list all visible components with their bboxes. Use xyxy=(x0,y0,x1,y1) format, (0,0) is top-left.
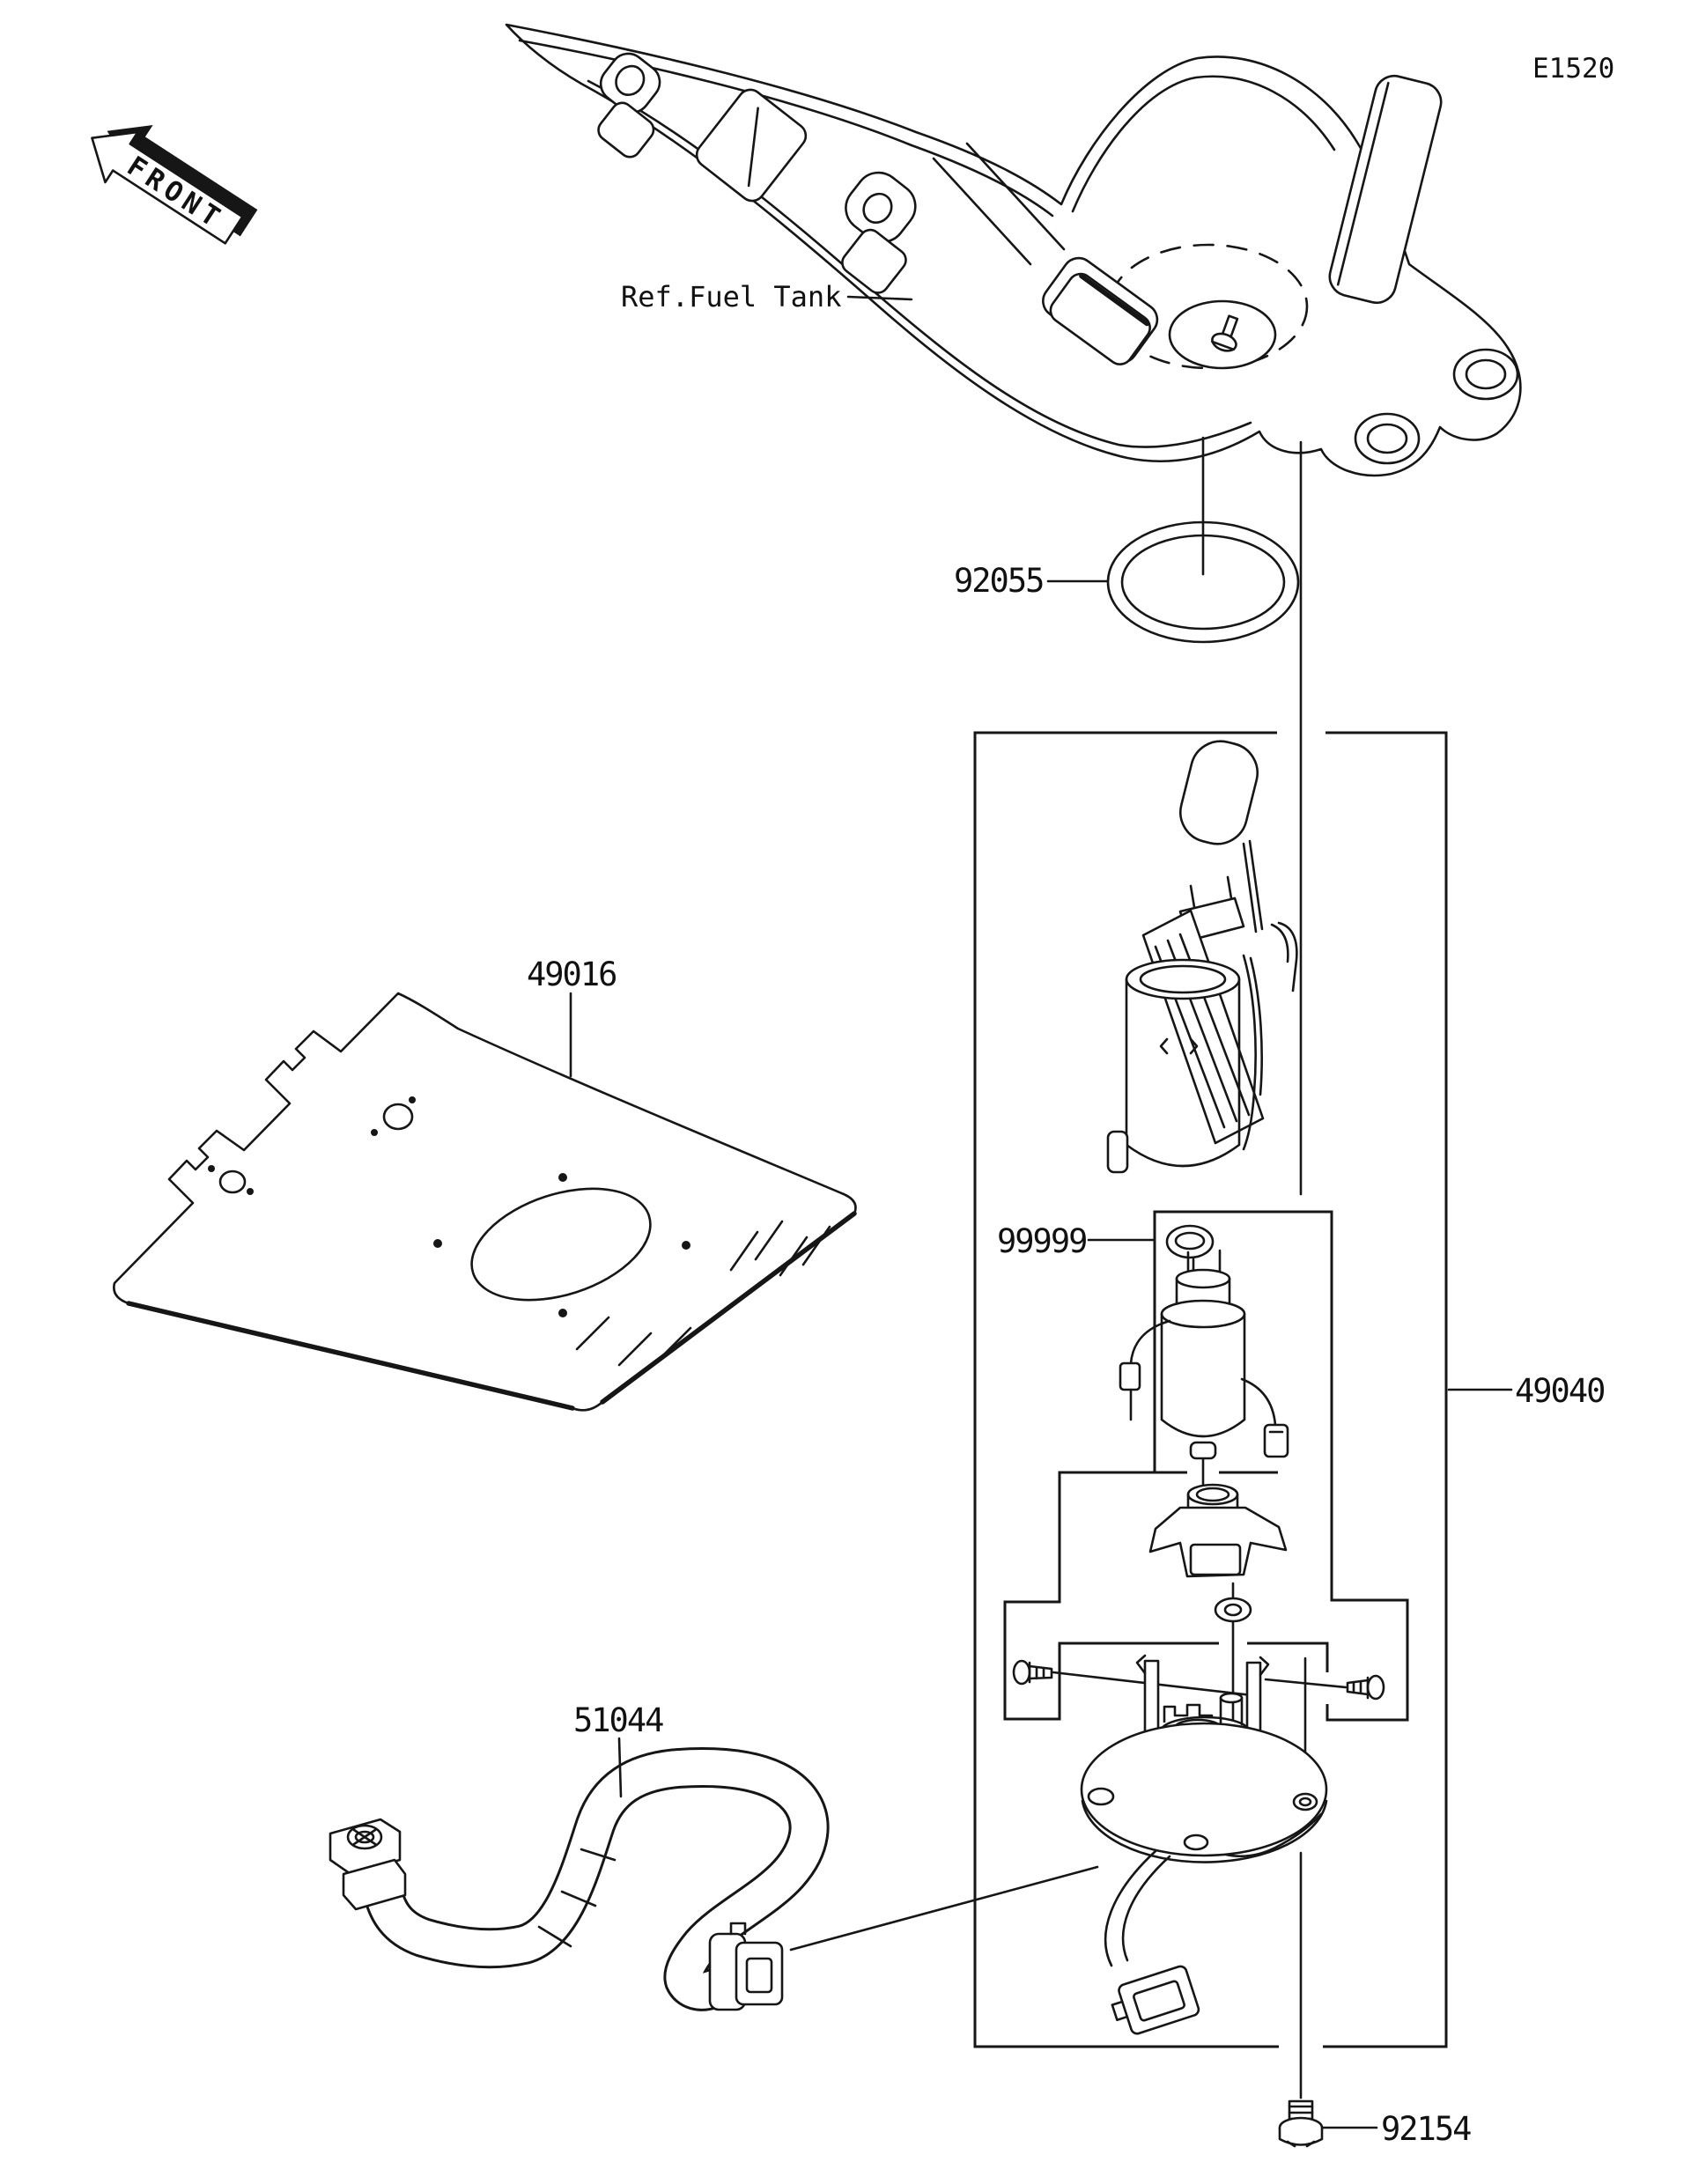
hose-connector-b xyxy=(708,1922,784,2011)
flange-assembly-drawing xyxy=(1080,1654,1328,1863)
fuel-tank-ref-label: Ref.Fuel Tank xyxy=(621,280,841,314)
leader-screw-right xyxy=(1264,1678,1348,1689)
fuel-hose-drawing xyxy=(329,1747,830,2011)
plate-49016-drawing xyxy=(113,992,857,1412)
part-label-51044[interactable]: 51044 xyxy=(573,1701,665,1739)
hose-connector-a xyxy=(329,1818,407,1911)
leader-51044 xyxy=(617,1737,623,1798)
assembly-box-49040 xyxy=(973,731,1448,2048)
front-arrow-icon: FRONT xyxy=(91,124,258,245)
small-oring-drawing xyxy=(1165,1224,1215,1259)
float-assembly-drawing xyxy=(1106,740,1298,1174)
pump-holder-drawing xyxy=(1148,1483,1288,1578)
oring-92055-drawing xyxy=(1106,520,1300,644)
pump-kit-outline xyxy=(1003,1210,1409,1722)
part-label-99999[interactable]: 99999 xyxy=(997,1222,1088,1260)
part-label-92055[interactable]: 92055 xyxy=(954,562,1045,600)
screw-left-drawing xyxy=(1012,1659,1053,1686)
fuel-tank-drawing xyxy=(505,23,1522,477)
harness-drawing xyxy=(1104,1849,1200,2035)
part-label-49016[interactable]: 49016 xyxy=(527,956,617,993)
part-label-92154[interactable]: 92154 xyxy=(1381,2110,1473,2148)
ref-leader-line xyxy=(846,295,913,301)
washer-drawing xyxy=(1214,1597,1252,1623)
bolt-92154-drawing xyxy=(1278,2099,1324,2148)
screw-right-drawing xyxy=(1346,1674,1385,1701)
pump-motor-drawing xyxy=(1119,1249,1289,1460)
leader-hose-to-flange xyxy=(789,1865,1099,1952)
diagram-code-label: E1520 xyxy=(1532,53,1614,85)
part-label-49040[interactable]: 49040 xyxy=(1515,1372,1606,1410)
